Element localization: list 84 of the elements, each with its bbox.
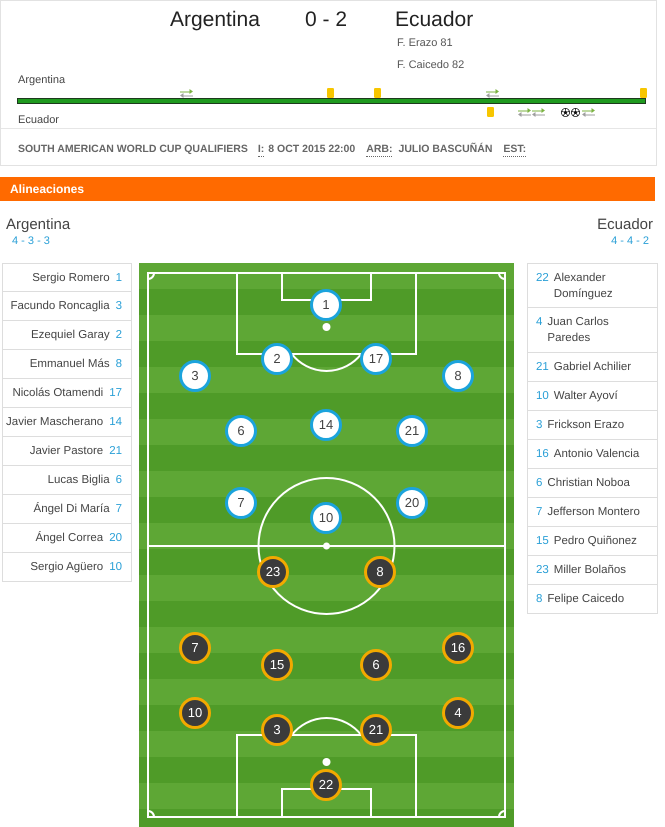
player-name: Ezequiel Garay xyxy=(30,328,110,343)
field-label: I: xyxy=(258,143,264,157)
shirt-number: 22 xyxy=(536,270,549,286)
shirt-number: 3 xyxy=(116,299,122,314)
lineup-row xyxy=(527,353,658,382)
shirt-number: 3 xyxy=(536,418,542,433)
lineup-row xyxy=(527,498,658,527)
shirt-number: 8 xyxy=(116,357,122,372)
lineup-row xyxy=(527,411,658,440)
player-name: Miller Bolaños xyxy=(554,563,626,578)
player-name: Jefferson Montero xyxy=(547,505,640,520)
competition-name: SOUTH AMERICAN WORLD CUP QUALIFIERS xyxy=(18,143,248,156)
shirt-number: 6 xyxy=(116,473,122,488)
section-header: Alineaciones xyxy=(0,177,655,201)
player-name: Facundo Roncaglia xyxy=(10,299,110,314)
lineup-row xyxy=(527,469,658,498)
lineup-row xyxy=(2,437,132,466)
kickoff-date: 8 OCT 2015 22:00 xyxy=(268,143,356,156)
lineup-row xyxy=(2,524,132,553)
lineup-row xyxy=(527,440,658,469)
player-name: Gabriel Achilier xyxy=(554,360,632,375)
field-label: EST: xyxy=(503,143,526,157)
team-name: Argentina xyxy=(6,216,70,234)
player-name: Sergio Romero xyxy=(32,270,110,286)
shirt-number: 20 xyxy=(109,531,122,546)
lineup-row xyxy=(2,553,132,582)
shirt-number: 17 xyxy=(109,386,122,401)
field-label: ARB: xyxy=(366,143,392,157)
shirt-number: 4 xyxy=(536,315,542,330)
shirt-number: 21 xyxy=(109,444,122,459)
lineup-row xyxy=(527,556,658,585)
shirt-number: 2 xyxy=(116,328,122,343)
player-name: Ángel Correa xyxy=(35,530,104,546)
goal-scorer: F. Caicedo 82 xyxy=(397,59,464,72)
shirt-number: 21 xyxy=(536,360,549,375)
goal-scorer: F. Erazo 81 xyxy=(397,37,453,50)
shirt-number: 15 xyxy=(536,534,549,549)
lineup-row xyxy=(2,379,132,408)
player-name: Nicolás Otamendi xyxy=(12,386,104,401)
shirt-number: 1 xyxy=(116,270,122,286)
shirt-number: 23 xyxy=(536,563,549,578)
shirt-number: 7 xyxy=(116,502,122,517)
player-name: Alexander Domínguez xyxy=(554,270,614,302)
team-name: Argentina xyxy=(170,8,260,32)
lineup-row xyxy=(527,263,658,308)
formation: 4 - 4 - 2 xyxy=(611,235,649,248)
player-name: Antonio Valencia xyxy=(554,447,640,462)
team-name: Ecuador xyxy=(395,8,474,32)
player-name: Sergio Agüero xyxy=(30,560,104,575)
team-label: Argentina xyxy=(18,74,66,87)
shirt-number: 16 xyxy=(536,447,549,462)
lineup-row xyxy=(527,382,658,411)
lineup-row xyxy=(2,263,132,292)
player-name: Emmanuel Más xyxy=(30,357,110,372)
player-name: Pedro Quiñonez xyxy=(554,534,637,549)
score: 0 - 2 xyxy=(305,8,348,32)
shirt-number: 14 xyxy=(109,415,122,430)
team-name: Ecuador xyxy=(597,216,653,234)
player-name: Frickson Erazo xyxy=(547,418,624,433)
player-name: Javier Mascherano xyxy=(6,415,104,430)
player-name: Walter Ayoví xyxy=(554,389,618,404)
player-name: Christian Noboa xyxy=(547,476,630,491)
shirt-number: 6 xyxy=(536,476,542,491)
player-name: Lucas Biglia xyxy=(48,473,110,488)
lineup-row xyxy=(2,495,132,524)
player-name: Felipe Caicedo xyxy=(547,592,624,607)
lineup-row xyxy=(2,408,132,437)
team-label: Ecuador xyxy=(18,114,59,127)
lineup-row xyxy=(2,466,132,495)
player-name: Javier Pastore xyxy=(30,444,104,459)
shirt-number: 7 xyxy=(536,505,542,520)
shirt-number: 10 xyxy=(536,389,549,404)
referee-name: JULIO BASCUÑÁN xyxy=(398,143,492,156)
player-name: Ángel Di María xyxy=(34,501,110,517)
lineup-row xyxy=(527,527,658,556)
shirt-number: 8 xyxy=(536,592,542,607)
shirt-number: 10 xyxy=(109,560,122,575)
formation: 4 - 3 - 3 xyxy=(12,235,50,248)
lineup-row xyxy=(2,321,132,350)
player-name: Juan Carlos Paredes xyxy=(547,315,610,346)
lineup-row xyxy=(2,350,132,379)
lineup-row xyxy=(2,292,132,321)
lineup-row xyxy=(527,585,658,614)
lineup-row xyxy=(527,308,658,353)
